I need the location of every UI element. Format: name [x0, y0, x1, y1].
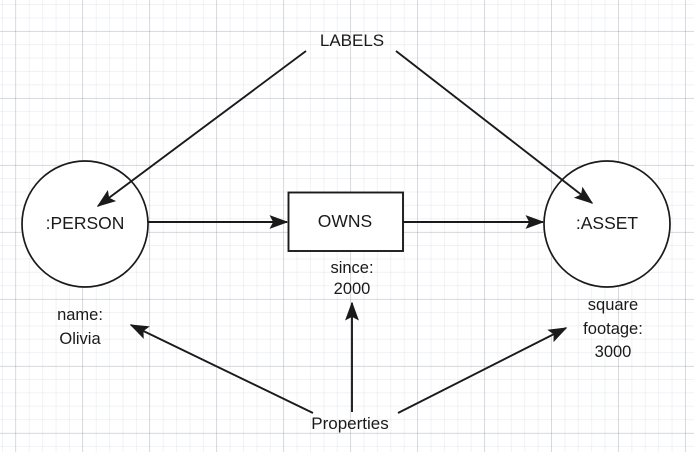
asset-property-line2: footage:: [583, 320, 643, 338]
person-property-key: name:: [57, 306, 103, 324]
edge-labels-to-person: [96, 50, 307, 207]
edge-properties-to-person-property: [129, 324, 314, 414]
node-owns-rect[interactable]: [287, 191, 404, 252]
relationship-property-value: 2000: [333, 280, 371, 298]
edge-properties-to-asset-property: [397, 327, 568, 414]
person-property-value: Olivia: [59, 330, 101, 348]
node-asset-label: :ASSET: [575, 213, 639, 233]
properties-callout-text: Properties: [311, 414, 389, 433]
asset-property-line1: square: [587, 296, 639, 314]
labels-callout-text: LABELS: [319, 31, 385, 50]
asset-property-value: 3000: [594, 343, 632, 361]
relationship-property-key: since:: [330, 259, 374, 277]
edge-labels-to-asset: [395, 50, 594, 204]
node-owns-label: OWNS: [317, 211, 373, 231]
node-person-label: :PERSON: [45, 213, 125, 233]
